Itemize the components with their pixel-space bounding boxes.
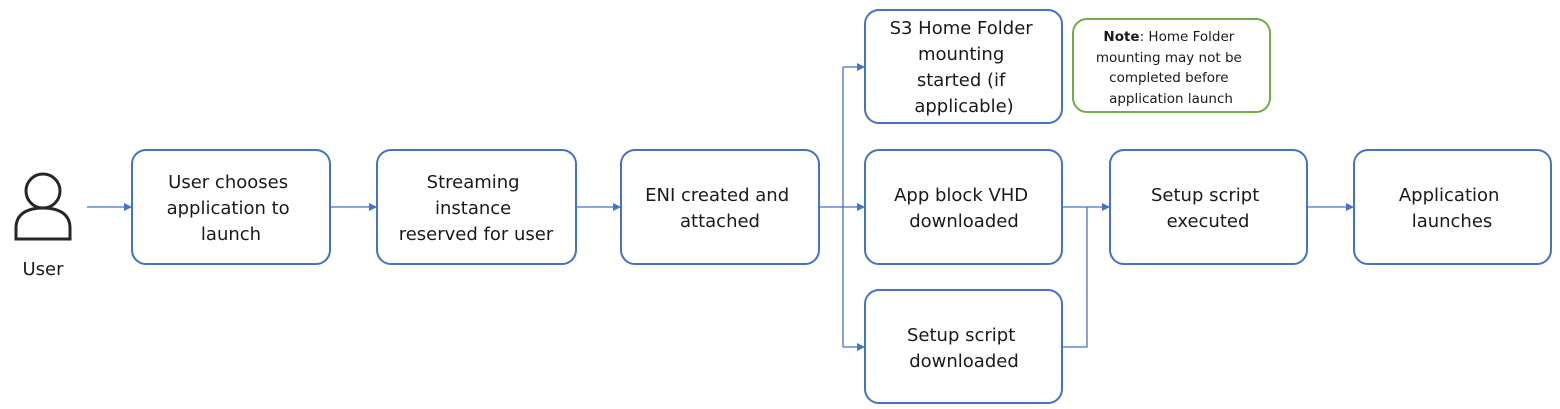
node-choose-app: User chooses application to launch <box>131 149 331 265</box>
note-callout: Note: Home Folder mounting may not be co… <box>1072 18 1271 113</box>
node-vhd-download: App block VHD downloaded <box>864 149 1063 265</box>
node-choose-app-label: User chooses application to launch <box>167 172 296 245</box>
connectors <box>87 63 1354 351</box>
note-text: Note: Home Folder mounting may not be co… <box>1096 29 1246 107</box>
node-script-exec-label: Setup script executed <box>1151 185 1265 232</box>
node-s3-mount-label: S3 Home Folder mounting started (if appl… <box>890 18 1039 117</box>
node-app-launch: Application launches <box>1353 149 1552 265</box>
user-icon <box>14 172 72 241</box>
node-eni: ENI created and attached <box>620 149 820 265</box>
node-reserve-instance: Streaming instance reserved for user <box>376 149 577 265</box>
node-script-exec: Setup script executed <box>1109 149 1308 265</box>
node-script-download: Setup script downloaded <box>864 289 1063 404</box>
node-reserve-instance-label: Streaming instance reserved for user <box>399 172 554 245</box>
note-lead: Note <box>1103 29 1139 45</box>
user-label: User <box>22 259 64 280</box>
merge-line-script <box>1062 207 1088 348</box>
node-eni-label: ENI created and attached <box>645 185 795 232</box>
user-actor: User <box>14 172 72 280</box>
node-vhd-download-label: App block VHD downloaded <box>894 185 1034 232</box>
node-app-launch-label: Application launches <box>1399 185 1505 232</box>
node-script-download-label: Setup script downloaded <box>907 325 1021 372</box>
node-s3-mount: S3 Home Folder mounting started (if appl… <box>864 9 1063 124</box>
